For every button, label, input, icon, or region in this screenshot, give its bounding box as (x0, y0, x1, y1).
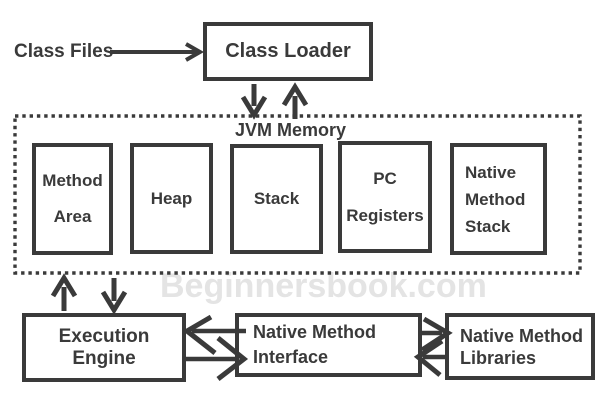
class-loader-label: Class Loader (225, 40, 351, 62)
native-method-stack-line: Stack (465, 216, 511, 236)
arrow-jvm-memory-to-class-loader (281, 82, 309, 119)
watermark-text: Beginnersbook.com (160, 267, 487, 305)
heap-box: Heap (130, 143, 213, 254)
stack-box: Stack (230, 144, 323, 254)
native-method-stack-line: Method (465, 189, 526, 209)
native-method-libraries-line: Libraries (460, 347, 537, 368)
arrow-execution-engine-to-jvm-memory (50, 273, 78, 311)
native-method-libraries-box: Native Method Libraries (445, 313, 595, 380)
method-area-line: Area (53, 207, 92, 226)
arrow-jvm-memory-to-execution-engine (100, 278, 128, 315)
stack-label: Stack (253, 189, 300, 208)
pc-registers-box: PC Registers (338, 141, 432, 253)
arrow-class-loader-to-jvm-memory (240, 84, 268, 120)
execution-engine-label: Execution Engine (58, 325, 150, 369)
class-files-label: Class Files (14, 41, 114, 62)
pc-registers-line: PC (373, 169, 397, 188)
heap-label: Heap (150, 188, 193, 208)
native-method-stack-box: Native Method Stack (450, 143, 547, 255)
native-method-interface-box: Native Method Interface (235, 313, 422, 377)
jvm-memory-label: JVM Memory (235, 120, 347, 140)
pc-registers-line: Registers (346, 206, 424, 225)
native-method-interface-line: Interface (253, 347, 329, 367)
method-area-box: Method Area (32, 143, 113, 255)
native-method-stack-line: Native (465, 162, 517, 182)
arrow-nml-to-nmi (413, 338, 445, 377)
execution-engine-box: Execution Engine (22, 313, 186, 382)
native-method-libraries-line: Native Method (460, 325, 584, 346)
method-area-line: Method (42, 171, 103, 190)
arrow-class-files-to-class-loader (110, 42, 205, 62)
native-method-interface-line: Native Method (253, 322, 377, 342)
arrow-nmi-to-nml (420, 316, 453, 353)
class-loader-box: Class Loader (203, 22, 373, 81)
